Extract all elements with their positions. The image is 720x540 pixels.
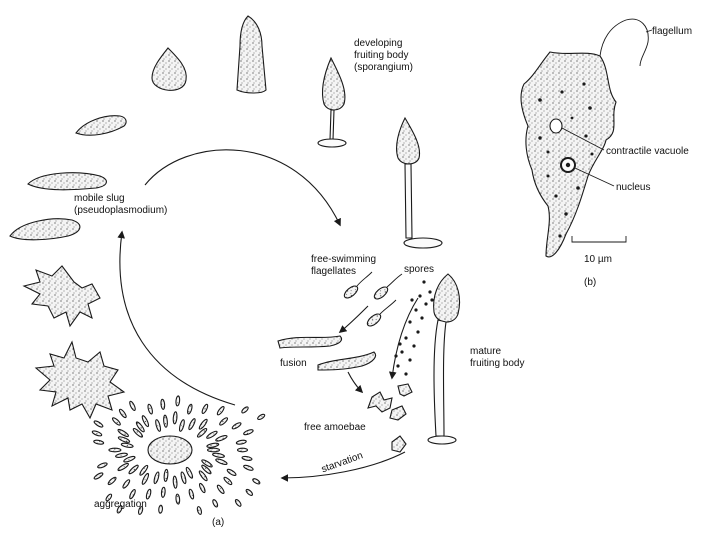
flagellate-amoeba-body	[521, 52, 616, 257]
mature-label-1: mature	[470, 346, 501, 357]
fusion-label: fusion	[280, 358, 307, 369]
standing-column-stage	[237, 16, 266, 93]
tall-sporangium-head	[397, 118, 420, 164]
scale-bar-label: 10 µm	[584, 254, 612, 265]
flagellum-label: flagellum	[652, 26, 692, 37]
free-swimming-label-2: flagellates	[311, 266, 356, 277]
developing-label-1: developing	[354, 38, 402, 49]
cycle-arrow-top	[145, 150, 340, 225]
mature-sporangium-base	[428, 436, 456, 444]
cycle-arrow-left	[120, 232, 235, 405]
contractile-vacuole-label: contractile vacuole	[606, 146, 689, 157]
mobile-slug-upper	[28, 173, 106, 190]
early-sporangium-stalk	[330, 110, 334, 140]
flagellum-line	[600, 19, 648, 66]
spores-label: spores	[404, 264, 434, 275]
developing-label-2: fruiting body	[354, 50, 408, 61]
developing-label-3: (sporangium)	[354, 62, 413, 73]
early-sporangium-stage	[323, 58, 345, 110]
fusion-to-amoebae-arrow	[348, 372, 362, 392]
mobile-slug-label-2: (pseudoplasmodium)	[74, 205, 167, 216]
mobile-slug-lower	[10, 219, 80, 240]
aggregating-mass-lower	[36, 342, 124, 418]
spores-to-flagellates-arrow	[340, 306, 368, 332]
mobile-slug-label-1: mobile slug	[74, 193, 125, 204]
tall-sporangium-base	[404, 238, 442, 248]
free-swimming-label-1: free-swimming	[311, 254, 376, 265]
free-amoebae-cells	[368, 384, 412, 452]
panel-b-label: (b)	[584, 277, 596, 288]
contractile-vacuole	[550, 119, 562, 133]
aggregation-center	[92, 396, 266, 515]
panel-a-label: (a)	[212, 517, 224, 528]
flagellate-cells	[342, 272, 402, 328]
small-slug	[76, 116, 126, 136]
early-sporangium-base	[318, 139, 346, 147]
mature-sporangium-head	[434, 274, 460, 322]
nucleus-label: nucleus	[616, 182, 650, 193]
free-amoebae-label: free amoebae	[304, 422, 366, 433]
mature-sporangium-stalk	[434, 320, 446, 436]
spore-dots	[394, 280, 433, 375]
mature-label-2: fruiting body	[470, 358, 524, 369]
tall-sporangium-stalk	[405, 164, 412, 238]
scale-bar	[572, 236, 626, 242]
mound-stage	[152, 48, 186, 90]
aggregation-label: aggregation	[94, 499, 147, 510]
aggregating-mass-upper	[24, 266, 100, 326]
